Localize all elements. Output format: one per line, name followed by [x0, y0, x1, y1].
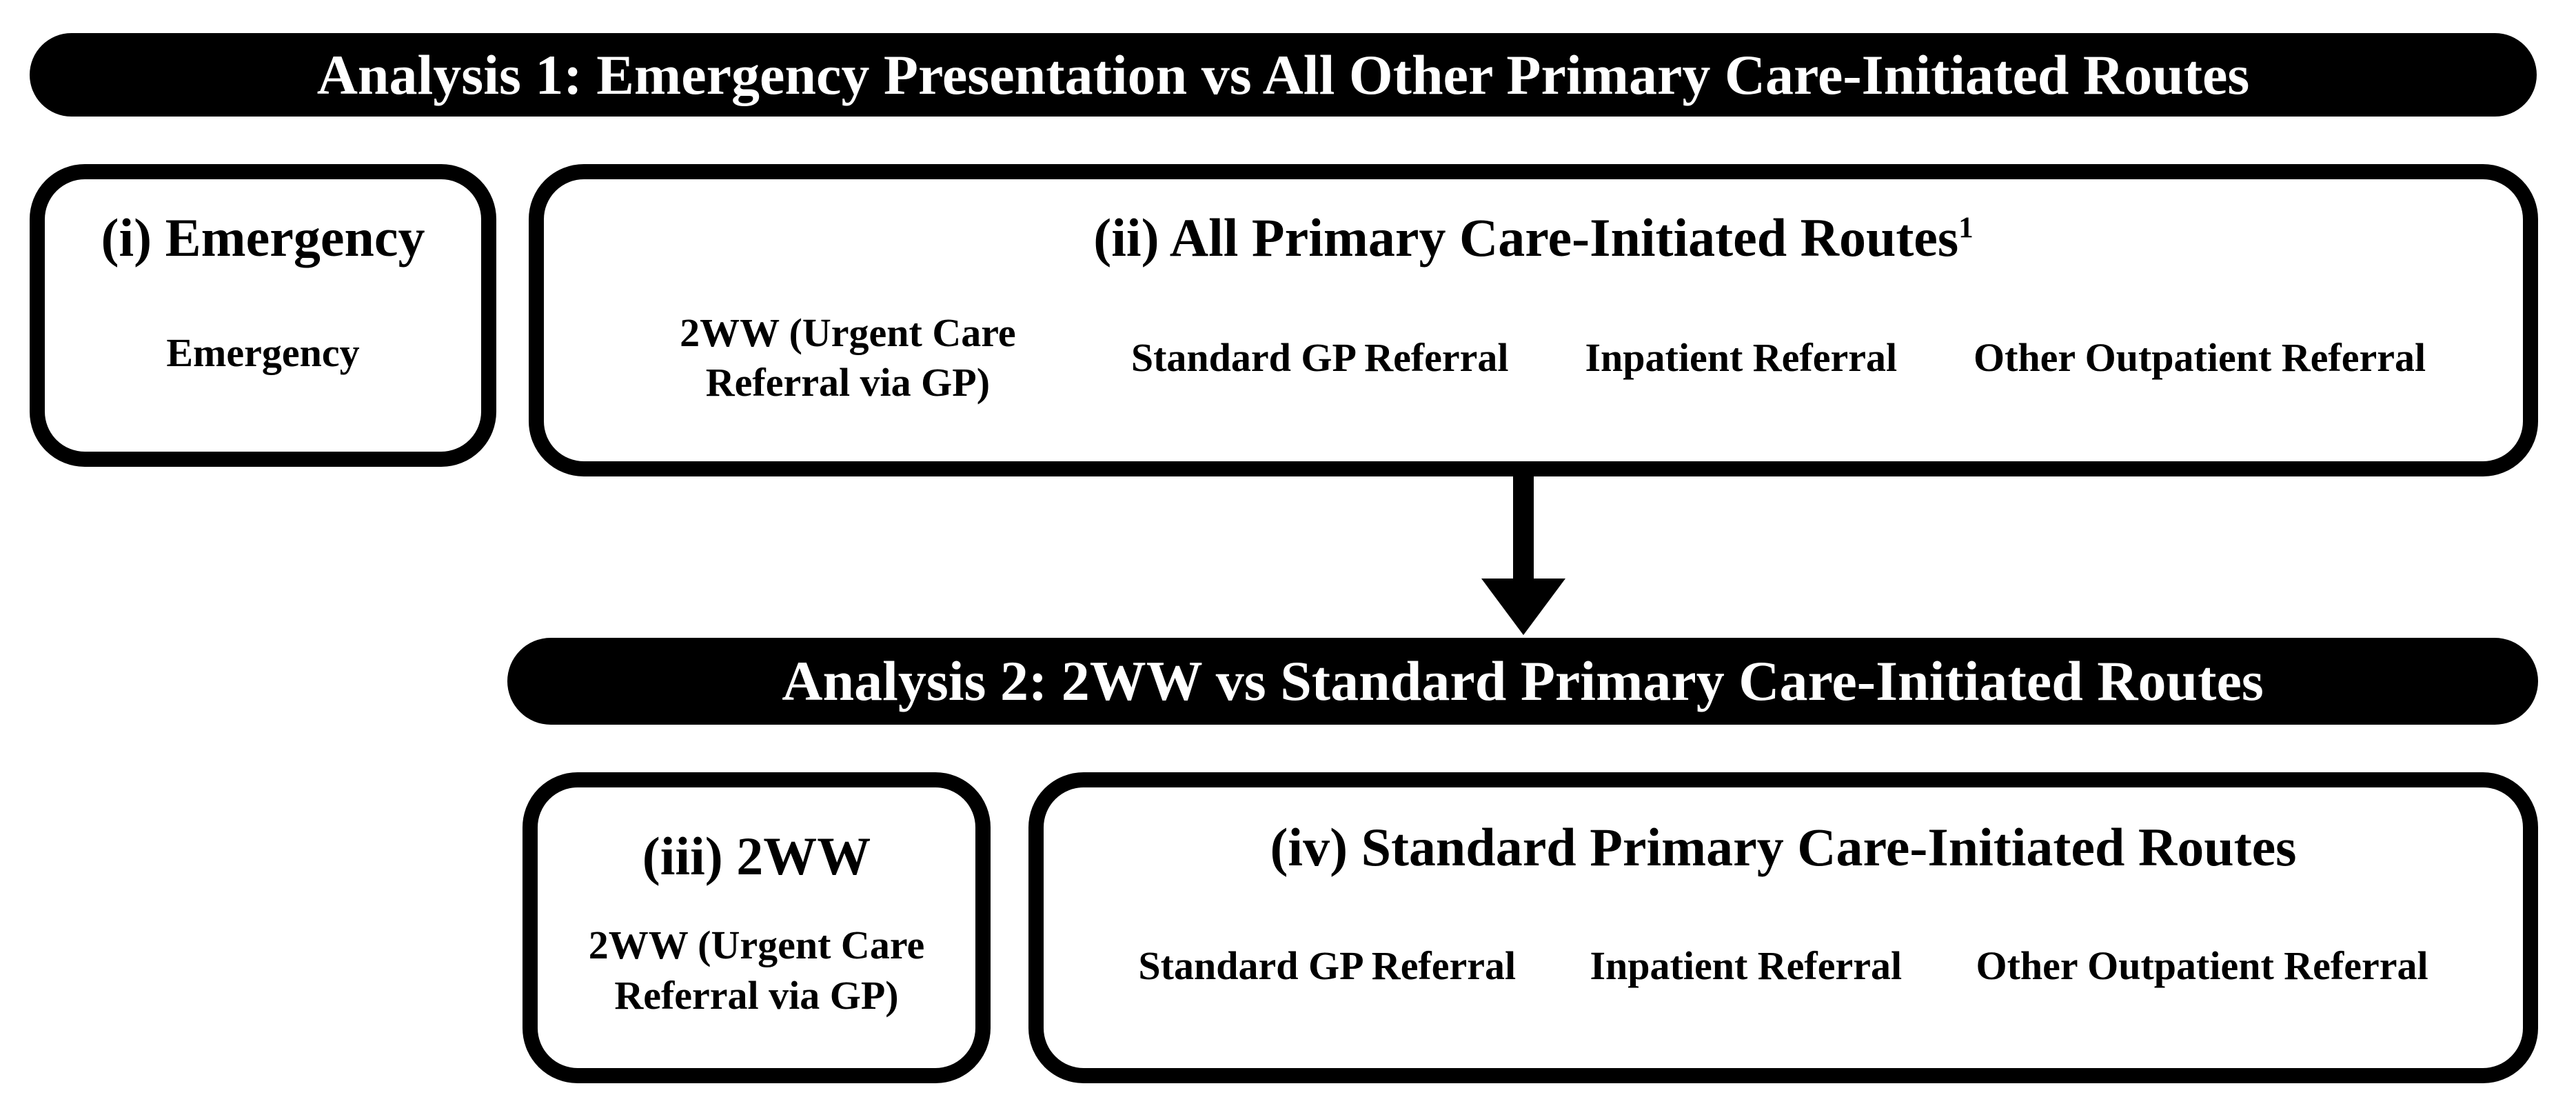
box-emergency-title: (i) Emergency [101, 208, 425, 268]
down-arrow-shaft [1513, 473, 1534, 579]
route-item-other-outpatient: Other Outpatient Referral [1973, 335, 2426, 381]
box-emergency: (i) Emergency Emergency [30, 164, 496, 467]
box-2ww-title: (iii) 2WW [642, 826, 871, 886]
route-item-emergency: Emergency [166, 330, 360, 376]
box-all-primary-routes-title: (ii) All Primary Care-Initiated Routes1 [544, 207, 2523, 269]
route-item-2ww: 2WW (Urgent Care Referral via GP) [588, 923, 925, 1018]
box-standard-primary-routes: (iv) Standard Primary Care-Initiated Rou… [1028, 772, 2538, 1083]
route-item-standard-gp: Standard GP Referral [1130, 335, 1509, 381]
analysis1-banner: Analysis 1: Emergency Presentation vs Al… [30, 33, 2537, 117]
box-all-primary-routes: (ii) All Primary Care-Initiated Routes1 … [529, 164, 2538, 476]
down-arrow-head [1481, 579, 1565, 635]
box-standard-primary-routes-title: (iv) Standard Primary Care-Initiated Rou… [1270, 817, 2297, 877]
analysis1-banner-label: Analysis 1: Emergency Presentation vs Al… [316, 43, 2250, 106]
route-item-other-outpatient: Other Outpatient Referral [1976, 943, 2428, 989]
box-standard-primary-routes-body: Standard GP Referral Inpatient Referral … [1044, 878, 2523, 1068]
route-item-2ww: 2WW (Urgent Care Referral via GP) [680, 310, 1016, 405]
route-item-inpatient: Inpatient Referral [1585, 335, 1898, 381]
box-all-primary-routes-body: 2WW (Urgent Care Referral via GP) Standa… [544, 269, 2523, 461]
analysis2-banner: Analysis 2: 2WW vs Standard Primary Care… [507, 638, 2538, 725]
box-all-primary-routes-title-text: (ii) All Primary Care-Initiated Routes [1093, 208, 1959, 268]
analysis2-banner-label: Analysis 2: 2WW vs Standard Primary Care… [782, 650, 2264, 712]
box-emergency-body: Emergency [45, 269, 481, 452]
box-2ww-body: 2WW (Urgent Care Referral via GP) [538, 887, 975, 1068]
route-item-inpatient: Inpatient Referral [1590, 943, 1903, 989]
footnote-superscript: 1 [1958, 212, 1974, 244]
route-item-standard-gp: Standard GP Referral [1138, 943, 1517, 989]
box-2ww: (iii) 2WW 2WW (Urgent Care Referral via … [523, 772, 991, 1083]
